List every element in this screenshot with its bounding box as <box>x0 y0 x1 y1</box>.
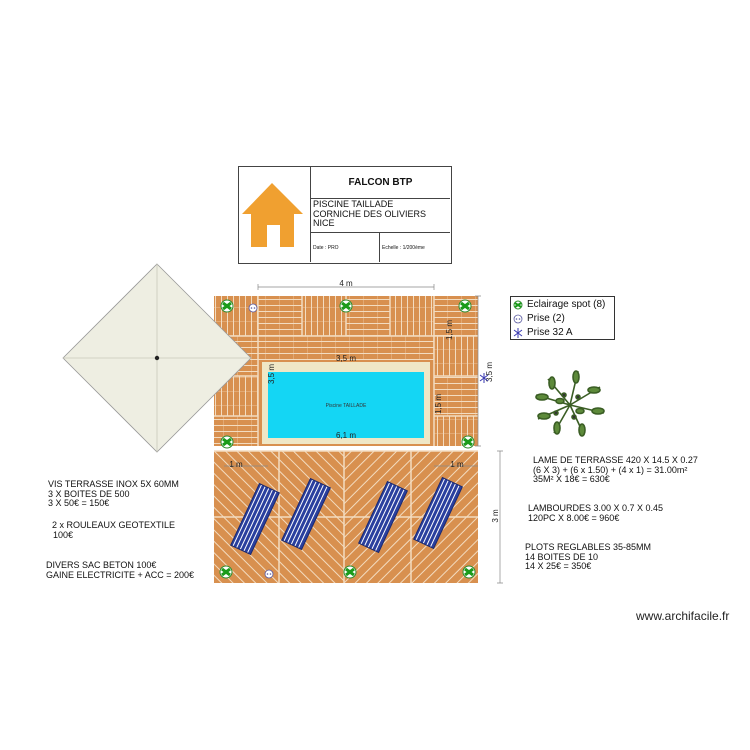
pool: Piscine TAILLADE <box>268 372 424 438</box>
project-line: NICE <box>313 218 335 228</box>
title-block: FALCON BTP PISCINE TAILLADE CORNICHE DES… <box>238 166 452 264</box>
project-line: PISCINE TAILLADE <box>313 199 394 209</box>
note-line: LAME DE TERRASSE 420 X 14.5 X 0.27 <box>533 455 698 465</box>
note-line: 100€ <box>53 529 74 540</box>
note-geotextile: 2 x ROULEAUX GEOTEXTILE 100€ <box>52 520 176 540</box>
legend-item: Eclairage spot (8) <box>513 298 605 311</box>
note-joists: LAMBOURDES 3.00 X 0.7 X 0.45 120PC X 8.0… <box>528 503 664 523</box>
legend-label: Eclairage spot (8) <box>527 299 606 310</box>
dim-pool-length: 6,1 m <box>336 431 356 440</box>
note-deck-boards: LAME DE TERRASSE 420 X 14.5 X 0.27 (6 X … <box>533 455 698 485</box>
date-field: Date : PRO <box>311 233 380 262</box>
note-line: DIVERS SAC BETON 100€ <box>46 560 157 570</box>
note-line: PLOTS REGLABLES 35-85MM <box>525 542 652 552</box>
lounger <box>229 482 281 556</box>
spot-light-icon <box>220 435 234 449</box>
legend-label: Prise 32 A <box>527 327 573 338</box>
scale-field: Echelle : 1/200ème <box>382 244 425 251</box>
dimension-lines <box>224 284 503 584</box>
lounger <box>280 477 332 551</box>
umbrella <box>62 263 252 453</box>
spot-light-icon <box>458 299 472 313</box>
dim-right-top: 1,5 m <box>445 320 454 340</box>
legend-item: Prise 32 A <box>513 326 573 339</box>
dim-top-width: 4 m <box>339 279 353 288</box>
spot-light-icon <box>462 565 476 579</box>
spot-light-icon <box>339 299 353 313</box>
legend: Eclairage spot (8) Prise (2) Prise 32 A <box>510 296 615 340</box>
lounger <box>412 476 464 550</box>
dim-lower-left: 1 m <box>229 460 243 469</box>
spot-light-icon <box>219 565 233 579</box>
project-line: CORNICHE DES OLIVIERS <box>313 208 427 219</box>
dim-lower-right: 1 m <box>450 460 464 469</box>
note-line: 35M² X 18€ = 630€ <box>533 474 610 484</box>
note-screws: VIS TERRASSE INOX 5X 60MM 3 X BOITES DE … <box>48 479 179 509</box>
lounger <box>357 480 409 554</box>
outlet-icon <box>513 314 523 323</box>
outlet-icon <box>264 569 274 579</box>
note-line: (6 X 3) + (6 x 1.50) + (4 x 1) = 31.00m² <box>533 464 688 475</box>
legend-item: Prise (2) <box>513 312 565 325</box>
spot-lights <box>219 299 476 579</box>
note-line: 120PC X 8.00€ = 960€ <box>528 512 620 523</box>
note-misc: DIVERS SAC BETON 100€ GAINE ELECTRICITE … <box>46 560 195 580</box>
spot-light-icon <box>220 299 234 313</box>
pool-label: Piscine TAILLADE <box>326 403 367 409</box>
note-pads: PLOTS REGLABLES 35-85MM 14 BOITES DE 10 … <box>525 542 652 572</box>
note-line: GAINE ELECTRICITE + ACC = 200€ <box>46 569 195 580</box>
outlet-32a-icon <box>479 373 489 383</box>
note-line: 3 X 50€ = 150€ <box>48 498 110 508</box>
note-line: 14 X 25€ = 350€ <box>525 561 592 571</box>
note-line: 14 BOITES DE 10 <box>525 551 599 562</box>
dim-pool-inner: 3,5 m <box>336 354 356 363</box>
sun-loungers <box>229 476 464 556</box>
dim-right-outer: 3,5 m <box>485 362 494 382</box>
outlet-32a-icon <box>513 327 523 338</box>
lower-deck <box>214 450 478 583</box>
legend-label: Prise (2) <box>527 313 565 324</box>
note-line: VIS TERRASSE INOX 5X 60MM <box>48 479 179 489</box>
spot-light-icon <box>343 565 357 579</box>
olive-tree-icon <box>535 370 605 437</box>
outlets <box>248 303 489 579</box>
spot-light-icon <box>513 300 523 309</box>
dim-left-height: 3,5 m <box>267 364 276 384</box>
dim-right-mid: 1,5 m <box>434 394 443 414</box>
note-line: 3 X BOITES DE 500 <box>48 488 130 499</box>
note-line: 2 x ROULEAUX GEOTEXTILE <box>52 520 176 530</box>
company-name: FALCON BTP <box>311 167 450 199</box>
note-line: LAMBOURDES 3.00 X 0.7 X 0.45 <box>528 503 664 513</box>
watermark: www.archifacile.fr <box>636 609 730 623</box>
outlet-icon <box>248 303 258 313</box>
project-info: PISCINE TAILLADE CORNICHE DES OLIVIERS N… <box>311 199 450 233</box>
house-logo-icon <box>239 167 311 262</box>
dim-lower-height: 3 m <box>491 509 500 523</box>
spot-light-icon <box>461 435 475 449</box>
